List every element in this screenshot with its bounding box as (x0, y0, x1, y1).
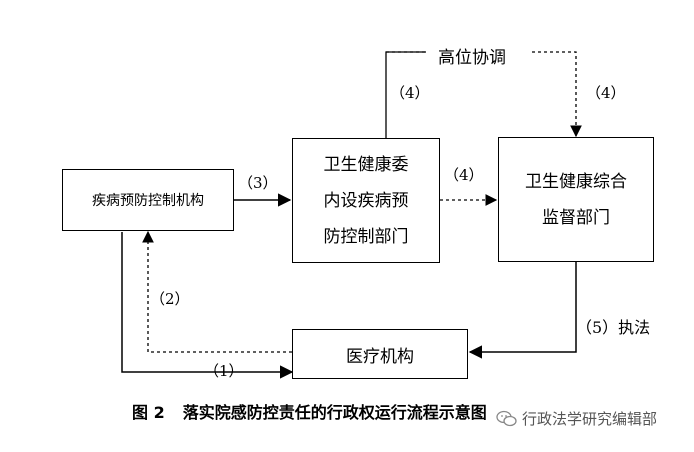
wechat-icon (496, 410, 517, 426)
edge-label-3: （3） (238, 174, 278, 192)
edge-label-5: （5）执法 (576, 318, 651, 337)
figure-number: 图 2 (132, 403, 165, 422)
node-cdc-label: 疾病预防控制机构 (92, 193, 204, 209)
edge-1-arrow (121, 232, 294, 379)
edge-label-4-middle: （4） (444, 166, 484, 184)
coordination-down-arrow (532, 51, 582, 138)
coordination-label: 高位协调 (438, 48, 506, 68)
edge-label-4-up: （4） (390, 84, 430, 102)
node-medical-label: 医疗机构 (346, 346, 414, 367)
node-cdc: 疾病预防控制机构 (62, 169, 234, 231)
node-health-supervision: 卫生健康综合 监督部门 (498, 137, 654, 262)
node-health-internal-line-2: 内设疾病预 (323, 190, 409, 211)
node-health-internal-line-3: 防控制部门 (323, 226, 409, 247)
node-health-internal: 卫生健康委 内设疾病预 防控制部门 (292, 138, 440, 263)
edge-label-1: （1） (204, 362, 244, 380)
figure-title: 落实院感防控责任的行政权运行流程示意图 (182, 403, 487, 422)
node-health-supervision-line-1: 卫生健康综合 (525, 171, 627, 192)
watermark-text: 行政法学研究编辑部 (522, 410, 658, 428)
figure-caption: 图 2 落实院感防控责任的行政权运行流程示意图 (132, 399, 487, 423)
node-medical: 医疗机构 (292, 329, 468, 379)
watermark: 行政法学研究编辑部 (496, 408, 657, 429)
node-health-internal-line-1: 卫生健康委 (323, 154, 409, 175)
edge-2-arrow (142, 230, 292, 353)
node-health-supervision-line-2: 监督部门 (542, 207, 610, 228)
edge-5-arrow (468, 262, 577, 359)
edge-label-4-down: （4） (586, 84, 626, 102)
edge-label-2: （2） (150, 290, 190, 308)
